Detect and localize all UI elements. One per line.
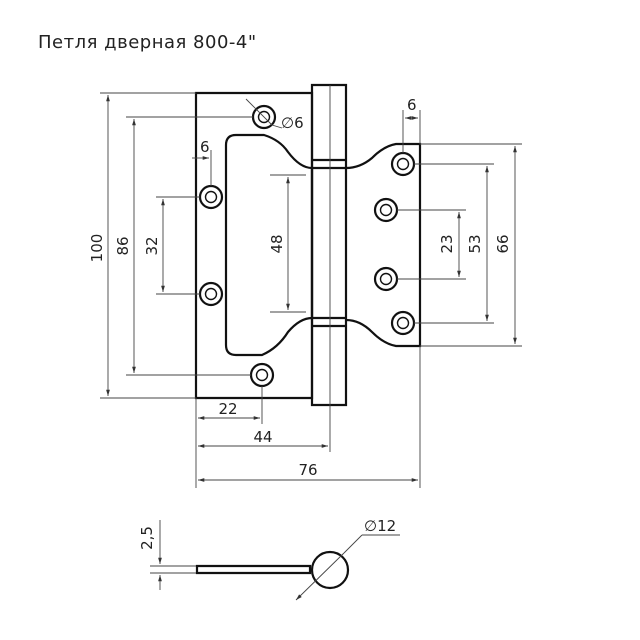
svg-text:66: 66 <box>494 234 512 253</box>
hole <box>198 281 224 307</box>
dim-right-23: 23 <box>397 209 466 280</box>
dim-width-76: 76 <box>198 346 421 488</box>
svg-text:32: 32 <box>143 236 161 255</box>
hole <box>390 310 416 336</box>
svg-text:6: 6 <box>200 138 210 156</box>
hole <box>373 197 399 223</box>
dim-height-100: 100 <box>88 92 196 399</box>
drawing-title: Петля дверная 800-4" <box>38 32 257 53</box>
right-leaf-outline <box>345 142 422 348</box>
dim-hole-span-32: 32 <box>143 196 200 295</box>
dim-width-22: 22 <box>195 386 263 488</box>
svg-text:6: 6 <box>407 96 417 114</box>
dim-knuckle-diameter: ∅12 <box>295 517 400 601</box>
dim-left-edge-6: 6 <box>192 138 212 186</box>
svg-text:48: 48 <box>268 234 286 253</box>
dim-right-66: 66 <box>420 143 522 347</box>
hole <box>373 266 399 292</box>
svg-text:100: 100 <box>88 234 106 263</box>
dim-hole-span-86: 86 <box>114 116 253 376</box>
dim-width-44: 44 <box>198 405 331 452</box>
left-leaf-outline <box>194 91 314 400</box>
dim-right-edge-6: 6 <box>402 96 421 153</box>
dim-cutout-48: 48 <box>268 174 306 313</box>
svg-text:∅12: ∅12 <box>364 517 396 535</box>
side-view <box>195 550 350 590</box>
left-leaf-holes <box>198 104 277 388</box>
svg-text:86: 86 <box>114 236 132 255</box>
dim-thickness: 2,5 <box>138 520 196 590</box>
dim-hole-diameter: ∅6 <box>245 98 304 132</box>
hole <box>198 184 224 210</box>
svg-text:44: 44 <box>253 428 272 446</box>
svg-text:53: 53 <box>466 234 484 253</box>
svg-text:23: 23 <box>438 234 456 253</box>
hole <box>249 362 275 388</box>
knuckle-outline <box>310 83 348 407</box>
svg-text:2,5: 2,5 <box>138 526 156 550</box>
svg-text:22: 22 <box>218 400 237 418</box>
svg-text:76: 76 <box>298 461 317 479</box>
dim-right-53: 53 <box>414 163 494 324</box>
hole <box>390 151 416 177</box>
right-leaf-holes <box>373 151 416 336</box>
svg-text:∅6: ∅6 <box>281 114 304 132</box>
